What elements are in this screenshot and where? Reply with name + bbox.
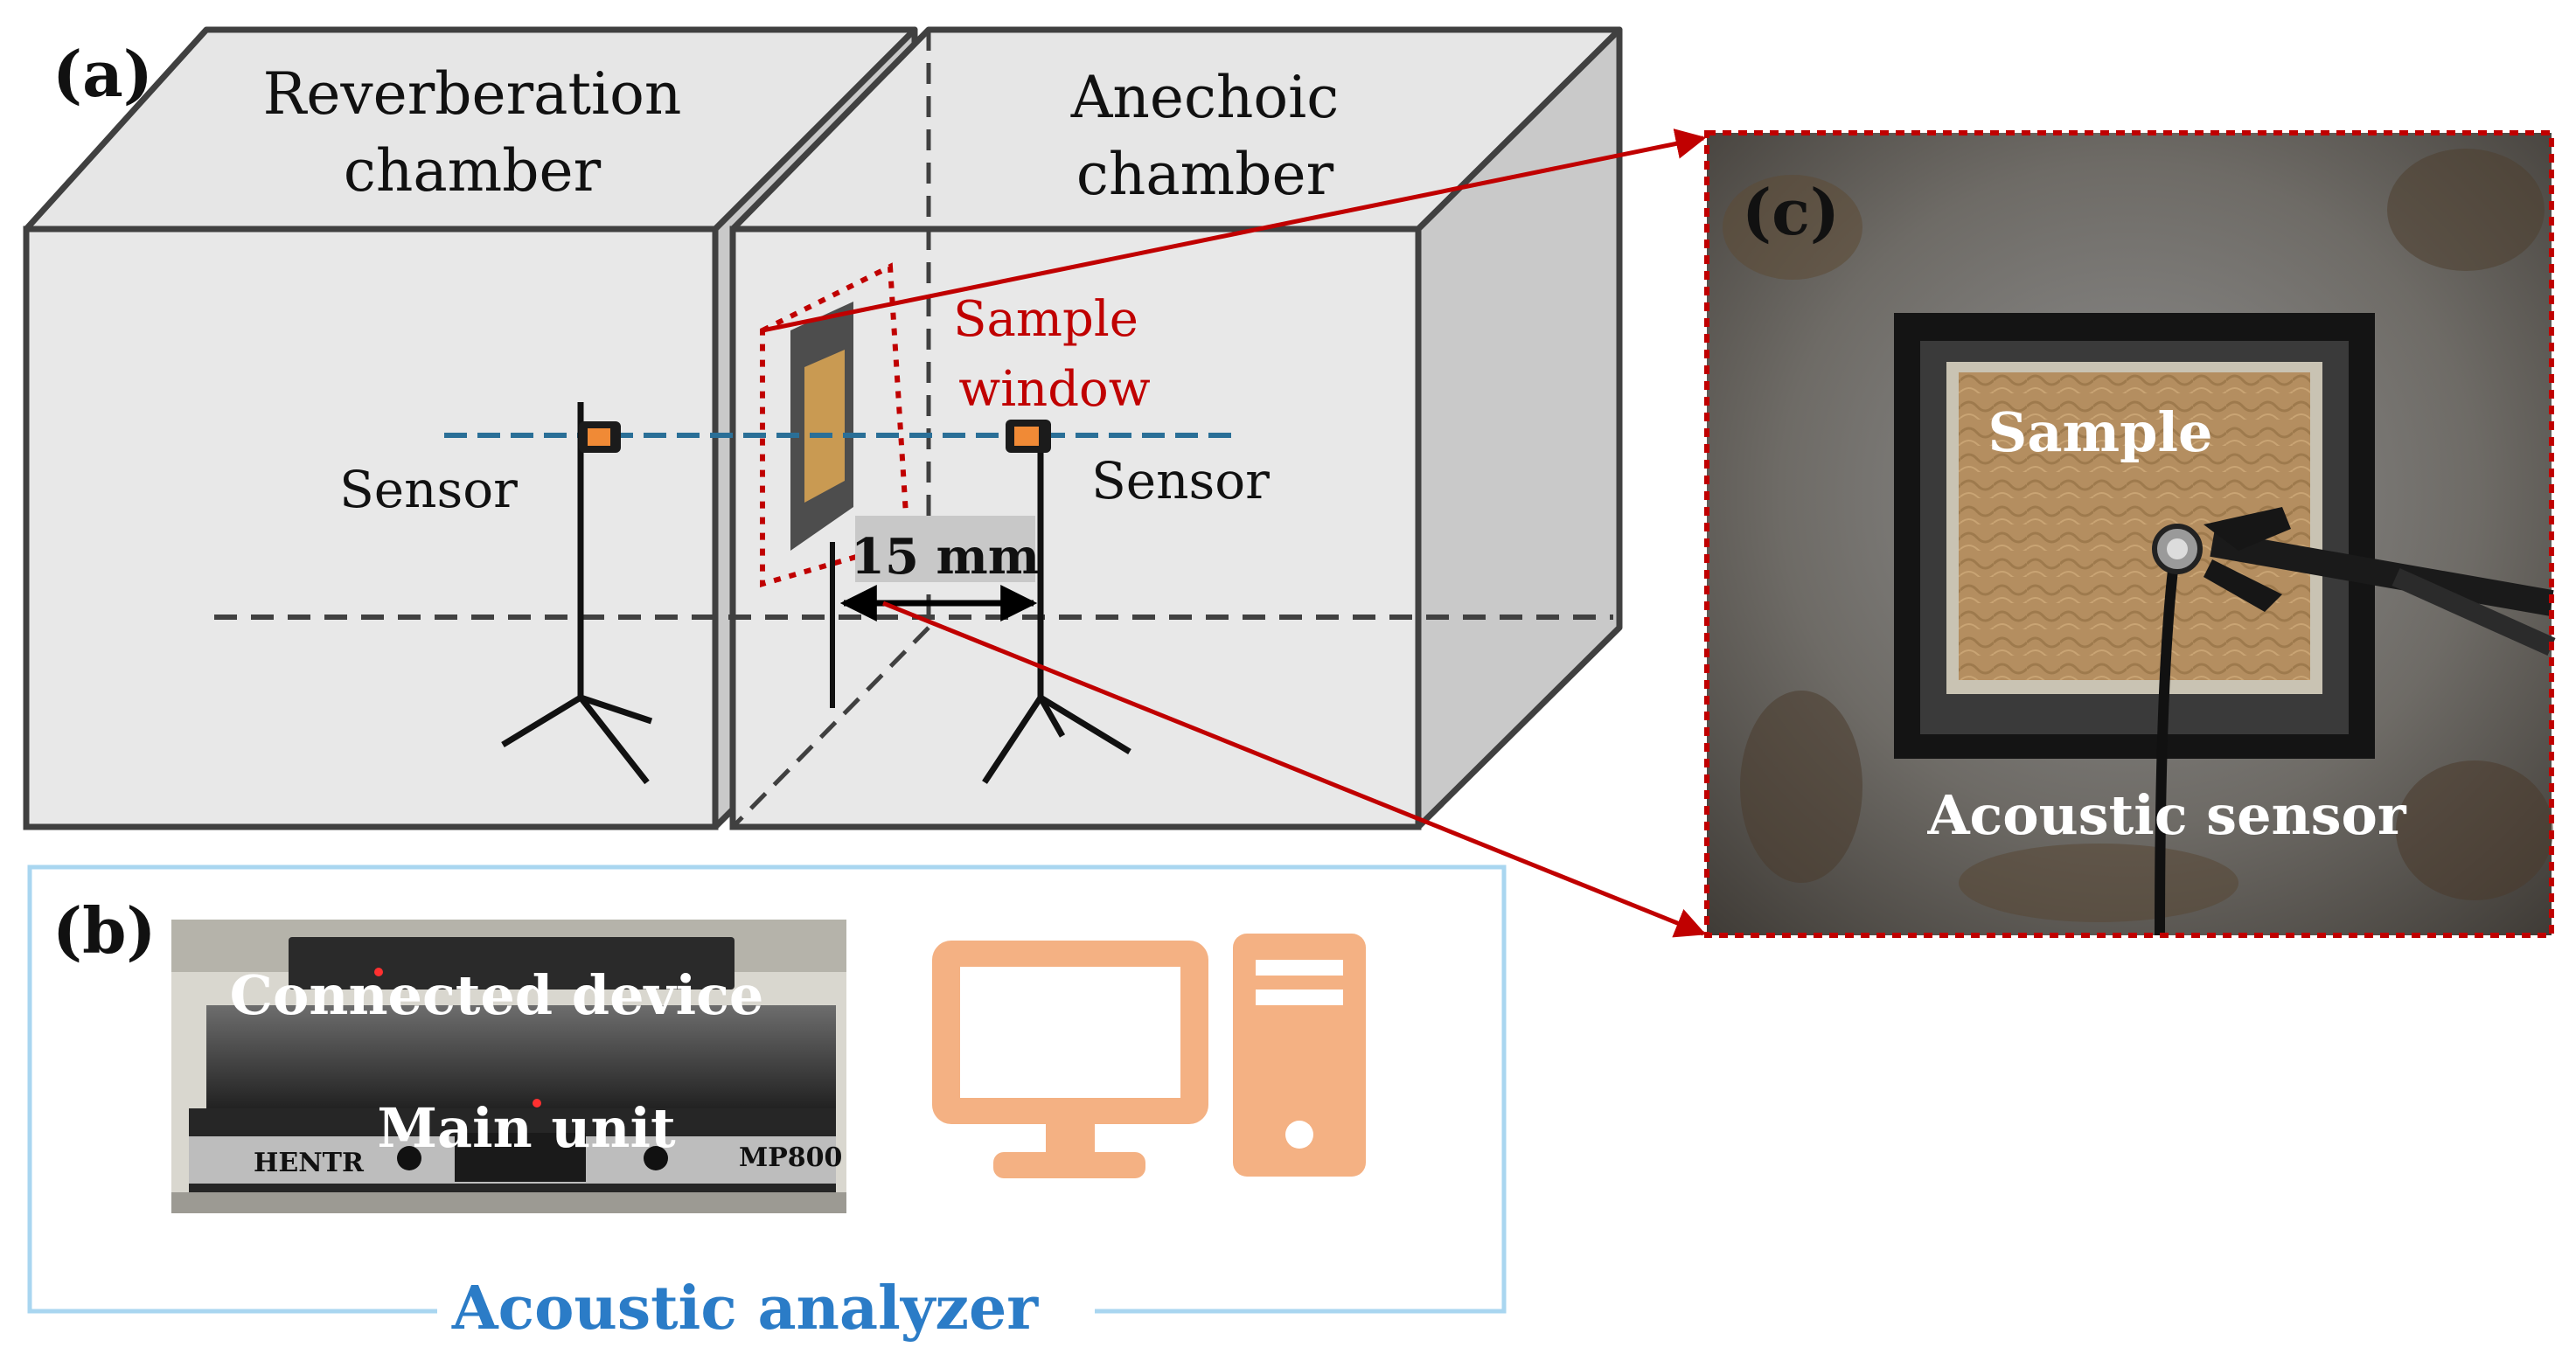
zoom-arrow-top — [762, 128, 1707, 333]
tripod-icon — [982, 450, 1131, 784]
computer-icon — [932, 934, 1366, 1178]
device-brand: HENTR — [254, 1148, 365, 1178]
panel-c-letter: (c) — [1742, 175, 1840, 249]
anechoic-label-line1: Anechoic — [1070, 64, 1340, 131]
distance-label: 15 mm — [851, 528, 1040, 586]
connected-device-label: Connected device — [230, 963, 764, 1027]
sample-window — [760, 262, 911, 587]
device-model: MP800 — [739, 1142, 842, 1173]
sensor-icon — [1006, 420, 1051, 453]
reverberation-label-line2: chamber — [344, 137, 602, 205]
reverberation-label-line1: Reverberation — [263, 60, 682, 128]
panel-a: (a) Reverberation chamber Anechoic chamb… — [23, 26, 1623, 830]
acoustic-analyzer-label: Acoustic analyzer — [451, 1274, 1039, 1344]
sensor-icon — [579, 421, 621, 453]
panel-b-letter: (b) — [52, 893, 156, 968]
sensor-right-label: Sensor — [1091, 451, 1270, 510]
hidden-edge-diagonal — [731, 626, 930, 829]
sample-window-label-line1: Sample — [953, 291, 1138, 348]
zoom-arrow-bottom — [882, 601, 1707, 938]
panel-b: HENTR MP800 (b) Connected device Main un… — [27, 865, 1507, 1344]
sample-window-label-line2: window — [958, 361, 1150, 418]
metal-stains — [1723, 149, 2553, 922]
main-unit-label: Main unit — [377, 1096, 676, 1160]
device-photo: HENTR MP800 — [171, 920, 846, 1213]
anechoic-chamber — [729, 26, 1623, 830]
anechoic-label-line2: chamber — [1076, 141, 1334, 208]
analyzer-label-gap — [437, 1290, 1095, 1334]
photo-c-border — [1704, 130, 2554, 938]
sensor-left-label: Sensor — [339, 460, 518, 519]
panel-a-letter: (a) — [52, 37, 153, 111]
acoustic-sensor-probe — [2152, 507, 2556, 936]
acoustic-sensor-label: Acoustic sensor — [1926, 783, 2406, 847]
panel-c: (c) Sample Acoustic sensor — [1704, 130, 2556, 938]
distance-label-bg — [855, 516, 1035, 582]
sample-label: Sample — [1988, 400, 2213, 464]
